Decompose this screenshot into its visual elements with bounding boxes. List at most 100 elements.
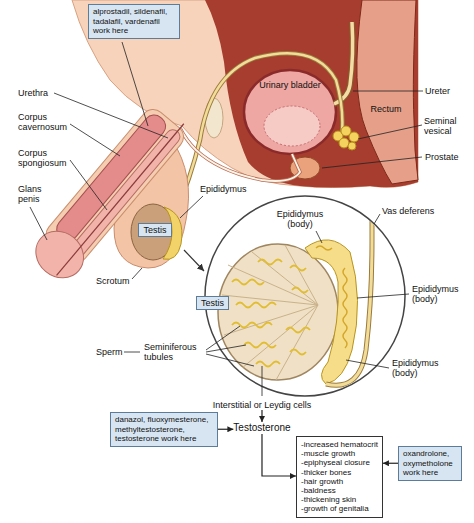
part-label: Epididymus (body) — [273, 209, 327, 229]
leader-line — [180, 196, 203, 218]
leader-line — [322, 157, 422, 168]
box-text: oxandrolone, oxymetholone work here — [403, 449, 457, 478]
tubule-squiggle — [232, 280, 264, 285]
box-text: Testis — [201, 298, 224, 308]
vas-deferens-detail — [326, 190, 372, 385]
leader-line — [353, 91, 423, 92]
part-label: Scrotum — [96, 276, 130, 286]
urethra-tube — [180, 128, 300, 181]
list-item: -muscle growth — [301, 449, 378, 458]
part-label: Epididymus — [200, 184, 247, 194]
seminal-vesicle — [339, 138, 349, 148]
leader-line — [122, 42, 148, 126]
tubule-squiggle — [244, 343, 276, 348]
leader-line — [206, 354, 254, 366]
list-item: -thickening skin — [301, 495, 378, 504]
tubule-squiggle — [292, 288, 308, 293]
epididymis-coil — [316, 246, 332, 250]
drug-callout-box: danazol, fluoxymesterone, methyltestoste… — [110, 412, 218, 447]
hormone-label: Testosterone — [233, 422, 290, 434]
leader-line — [357, 294, 409, 298]
septum-line — [228, 265, 318, 305]
box-text: alprostadil, sildenafil, tadalafil, vard… — [93, 7, 175, 36]
part-label: Prostate — [425, 152, 459, 162]
magnify-arrow — [184, 250, 204, 271]
tubule-squiggle — [232, 323, 272, 328]
magnify-circle — [205, 196, 405, 396]
organ-label-box: Testis — [196, 296, 229, 310]
testis-section — [218, 244, 338, 380]
septa — [222, 245, 318, 380]
arrow-connector — [261, 410, 262, 422]
leader-line — [262, 366, 263, 396]
box-text: danazol, fluoxymesterone, methyltestoste… — [115, 415, 213, 444]
part-label: Rectum — [370, 104, 401, 114]
leader-line — [206, 345, 246, 352]
bladder-shape — [244, 70, 336, 154]
leader-line — [54, 93, 168, 138]
seminal-vesicle — [349, 132, 359, 142]
glans-shape — [26, 222, 93, 288]
box-text: Testis — [143, 225, 166, 235]
pelvic-cavity — [205, 0, 418, 188]
cell-label: Interstitial or Leydig cells — [213, 400, 312, 410]
part-label: Ureter — [425, 86, 450, 96]
urethra-line — [57, 124, 184, 276]
leader-line — [132, 268, 142, 279]
part-label: Epididymus (body) — [392, 358, 446, 378]
part-label: Seminiferous tubules — [144, 342, 204, 362]
list-item: -epiphyseal closure — [301, 458, 378, 467]
tubule-squiggle — [290, 350, 306, 355]
leader-line — [30, 207, 47, 240]
tubule-squiggle — [286, 328, 310, 333]
arrow-connector — [383, 463, 398, 464]
tubule-squiggle — [258, 260, 282, 265]
leader-line — [316, 231, 322, 243]
vas-deferens-tube — [176, 53, 342, 212]
leader-line — [124, 352, 140, 353]
list-item: -hair growth — [301, 477, 378, 486]
septum-line — [276, 305, 318, 380]
tubule-squiggle — [290, 266, 306, 271]
part-label: Vas deferens — [382, 206, 434, 216]
part-label: Seminal vesical — [424, 116, 468, 136]
tubule-squiggle — [256, 362, 280, 367]
rectum-shape — [357, 0, 418, 184]
part-label: Glans penis — [18, 184, 58, 204]
vas-deferens-tube — [176, 53, 342, 212]
effects-list-box: -increased hematocrit-muscle growth-epip… — [296, 436, 383, 518]
part-label: Corpus spongiosum — [18, 148, 72, 168]
list-item: -thicker bones — [301, 468, 378, 477]
leader-line — [358, 125, 422, 139]
box-text: Testosterone — [233, 422, 290, 434]
epididymis-detail — [305, 240, 358, 384]
part-label: Urethra — [18, 88, 48, 98]
arrow-connector — [262, 434, 296, 476]
list-item: -growth of genitalia — [301, 504, 378, 513]
septum-line — [252, 252, 318, 305]
part-label: Urinary bladder — [259, 80, 321, 90]
leader-line — [70, 160, 107, 210]
bladder-lumen — [264, 106, 320, 146]
part-label: Corpus cavernosum — [18, 112, 72, 132]
seminal-vesicle — [348, 142, 356, 150]
leader-line — [206, 326, 240, 350]
list-item: -increased hematocrit — [301, 440, 378, 449]
leader-line — [70, 124, 120, 156]
testis-detail — [218, 190, 372, 385]
organ-label-box: Testis — [138, 223, 171, 237]
drug-callout-box: oxandrolone, oxymetholone work here — [398, 446, 462, 481]
leader-lines — [124, 214, 409, 396]
leader-line — [374, 214, 380, 224]
tubule-squiggle — [236, 303, 276, 308]
vas-deferens-detail — [326, 190, 372, 385]
septum-line — [242, 305, 318, 368]
part-label: Sperm — [96, 347, 123, 357]
urethra-tube — [180, 128, 300, 181]
leader-line — [346, 360, 389, 368]
box-text: Interstitial or Leydig cells — [213, 400, 312, 410]
drug-callout-box: alprostadil, sildenafil, tadalafil, vard… — [88, 4, 180, 39]
